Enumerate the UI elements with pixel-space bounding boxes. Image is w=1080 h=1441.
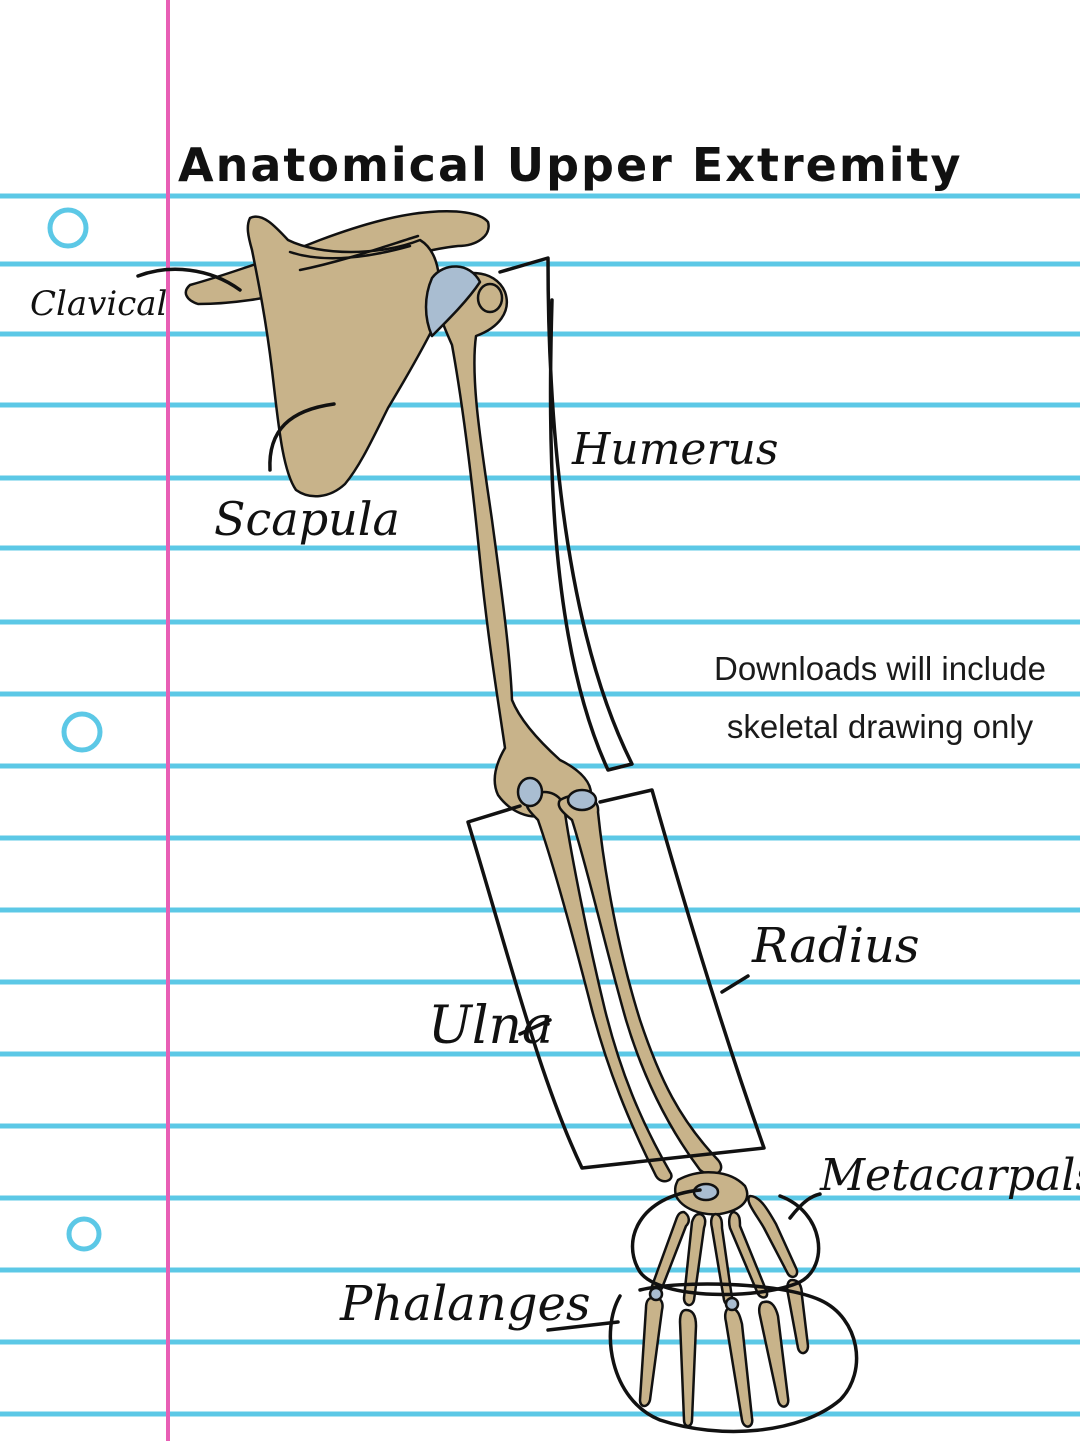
forearm-bracket — [466, 788, 766, 1170]
scapula-leader — [268, 402, 336, 472]
phalanx-1 — [638, 1296, 664, 1408]
phalanx-2 — [678, 1308, 698, 1428]
scapula-label: Scapula — [214, 492, 400, 546]
radius-leader — [720, 974, 750, 994]
metacarpal-circle — [630, 1188, 821, 1297]
ulna-bone — [525, 790, 673, 1183]
clavical-leader — [136, 267, 242, 292]
phalanx-3 — [723, 1306, 754, 1428]
elbow-cartilage-right — [566, 788, 598, 812]
metacarpal-1 — [650, 1210, 690, 1295]
binder-hole-middle — [61, 711, 103, 753]
ruled-lines — [0, 193, 1080, 1417]
phalanx-4 — [757, 1300, 790, 1408]
phalanges-circle — [608, 1282, 859, 1434]
metacarpals-label: Metacarpals — [820, 1150, 1080, 1201]
metacarpal-2 — [682, 1212, 707, 1307]
metacarpal-5 — [747, 1194, 799, 1279]
shoulder-cartilage — [424, 265, 482, 338]
humerus-bracket — [498, 256, 634, 772]
phalanges-leader — [546, 1022, 620, 1332]
clavical-label: Clavical — [30, 284, 168, 324]
download-note: Downloads will include skeletal drawing … — [690, 640, 1070, 756]
radius-label: Radius — [752, 918, 920, 974]
ulna-label: Ulna — [428, 996, 553, 1056]
binder-hole-top — [47, 207, 89, 249]
page-title: Anatomical Upper Extremity — [178, 138, 963, 192]
binder-hole-bottom — [66, 1216, 102, 1252]
elbow-cartilage-left — [516, 776, 544, 808]
metacarpals-leader — [788, 1192, 822, 1220]
ulna-leader — [518, 1018, 552, 1036]
metacarpal-4 — [727, 1210, 769, 1299]
download-note-line-1: Downloads will include — [714, 650, 1046, 687]
humerus-label: Humerus — [572, 424, 779, 475]
download-note-line-2: skeletal drawing only — [726, 708, 1034, 745]
phalanges-label: Phalanges — [340, 1276, 591, 1332]
